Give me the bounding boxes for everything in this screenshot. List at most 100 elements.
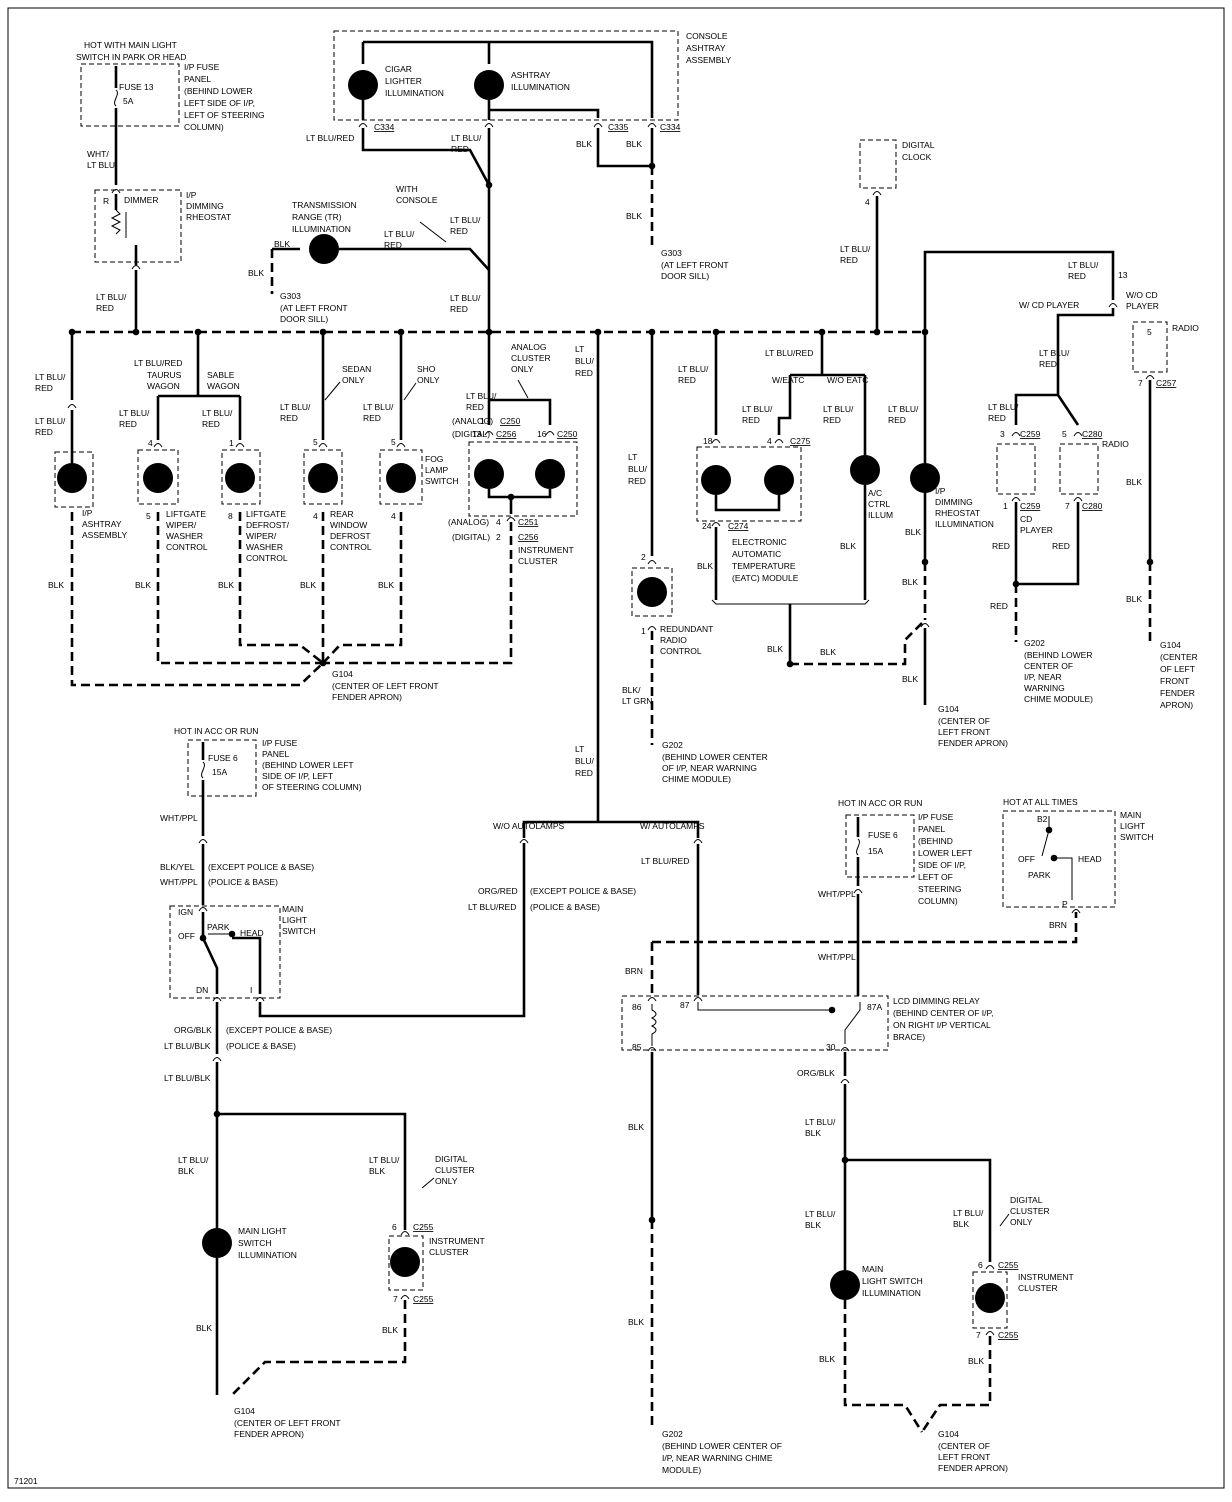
label: (BEHIND LOWER LEFT	[262, 760, 354, 770]
label: LT BLU/	[450, 293, 481, 303]
connector-icon	[1145, 375, 1155, 380]
main-light-switch-left-box	[169, 905, 281, 999]
splice-dot	[828, 1006, 836, 1014]
label: I/P FUSE	[918, 812, 954, 822]
wire	[522, 820, 598, 838]
page-border	[7, 7, 1225, 1489]
label: LT BLU/	[1068, 260, 1099, 270]
console-ashtray-box	[333, 30, 679, 121]
splice-dot	[786, 660, 794, 668]
bulb-icon	[764, 465, 794, 495]
splice-dot	[319, 659, 327, 667]
label: (POLICE & BASE)	[226, 1041, 296, 1051]
wire	[323, 522, 513, 665]
label: LIFTGATE	[166, 509, 206, 519]
connector-icon	[198, 907, 208, 912]
label: FUSE 6	[868, 830, 898, 840]
label: (BEHIND	[918, 836, 953, 846]
label: I/P	[935, 486, 946, 496]
label: C250	[500, 416, 521, 426]
wire	[598, 820, 700, 838]
label: RED	[96, 303, 114, 313]
label: STEERING	[918, 884, 961, 894]
label: RADIO	[1102, 439, 1129, 449]
label: BLK	[218, 580, 234, 590]
label: W/O CD	[1126, 290, 1158, 300]
label: (CENTER OF LEFT FRONT	[332, 681, 439, 691]
label: C259	[1020, 429, 1041, 439]
label: FENDER	[1160, 688, 1195, 698]
label: IGN	[178, 907, 193, 917]
wire	[489, 398, 552, 425]
label: SIDE OF I/P, LEFT	[262, 771, 333, 781]
label: BLK	[196, 1323, 212, 1333]
label: C255	[413, 1294, 434, 1304]
ground-symbol-icon	[646, 252, 658, 258]
label: (EXCEPT POLICE & BASE)	[530, 886, 636, 896]
fog-lamp-switch-lamp	[386, 463, 416, 493]
relay-switch	[844, 1002, 861, 1044]
splice-dot	[921, 328, 929, 336]
label: BLK	[626, 139, 642, 149]
connector-icon	[67, 404, 77, 409]
label: 5	[391, 437, 396, 447]
label: LT BLU/	[888, 404, 919, 414]
label: BLK	[248, 268, 264, 278]
wire	[843, 1300, 924, 1433]
label: RED	[450, 304, 468, 314]
label: (CENTER OF LEFT FRONT	[234, 1418, 341, 1428]
g104-left-ground	[317, 668, 329, 674]
wire	[1056, 308, 1115, 426]
label: FOG	[425, 454, 443, 464]
connector-icon	[1073, 497, 1083, 502]
label: RED	[363, 413, 381, 423]
g104-right-ground	[919, 707, 931, 713]
label: RED	[742, 415, 760, 425]
bulb-icon	[348, 70, 378, 100]
switch-head-contact	[1054, 857, 1073, 900]
label: C334	[374, 122, 395, 132]
label: WHT/PPL	[160, 877, 198, 887]
rheostat-icon	[110, 209, 122, 235]
label: BLK	[48, 580, 64, 590]
connector-icon	[396, 443, 406, 448]
label: (EATC) MODULE	[732, 573, 799, 583]
connector-icon	[358, 123, 368, 128]
label: LT BLU/	[369, 1155, 400, 1165]
label: I	[250, 985, 252, 995]
splice-dot	[194, 328, 202, 336]
label: RED	[575, 368, 593, 378]
label: I/P FUSE	[184, 62, 220, 72]
connector-icon	[872, 191, 882, 196]
label: WHT/	[87, 149, 109, 159]
bulb-icon	[309, 234, 339, 264]
label: WASHER	[246, 542, 283, 552]
label: LT BLU/	[823, 404, 854, 414]
label: 5A	[123, 96, 134, 106]
label: ANALOG	[511, 342, 546, 352]
label: LT GRN	[622, 696, 652, 706]
splice-dot	[648, 1216, 656, 1224]
label: C256	[518, 532, 539, 542]
label: LT BLU/BLK	[164, 1073, 211, 1083]
fuse-icon	[114, 89, 118, 107]
wire	[258, 843, 526, 1018]
label: ORG/BLK	[174, 1025, 212, 1035]
label: HEAD	[1078, 854, 1102, 864]
label: FUSE 13	[119, 82, 154, 92]
label: DN	[196, 985, 208, 995]
label: RED	[119, 419, 137, 429]
fuse-icon	[201, 761, 205, 779]
label: FRONT	[1160, 676, 1189, 686]
label: INSTRUMENT	[1018, 1272, 1074, 1282]
connector-icon	[484, 123, 494, 128]
connector-icon	[647, 626, 657, 631]
label: BLK/YEL	[160, 862, 195, 872]
ground-symbol-icon	[916, 1436, 928, 1442]
wire	[652, 912, 1078, 944]
label: LT	[575, 744, 584, 754]
g202-right-ground	[1010, 644, 1022, 650]
splice-dot	[507, 493, 515, 501]
label: FENDER APRON)	[332, 692, 402, 702]
label: PLAYER	[1020, 525, 1053, 535]
